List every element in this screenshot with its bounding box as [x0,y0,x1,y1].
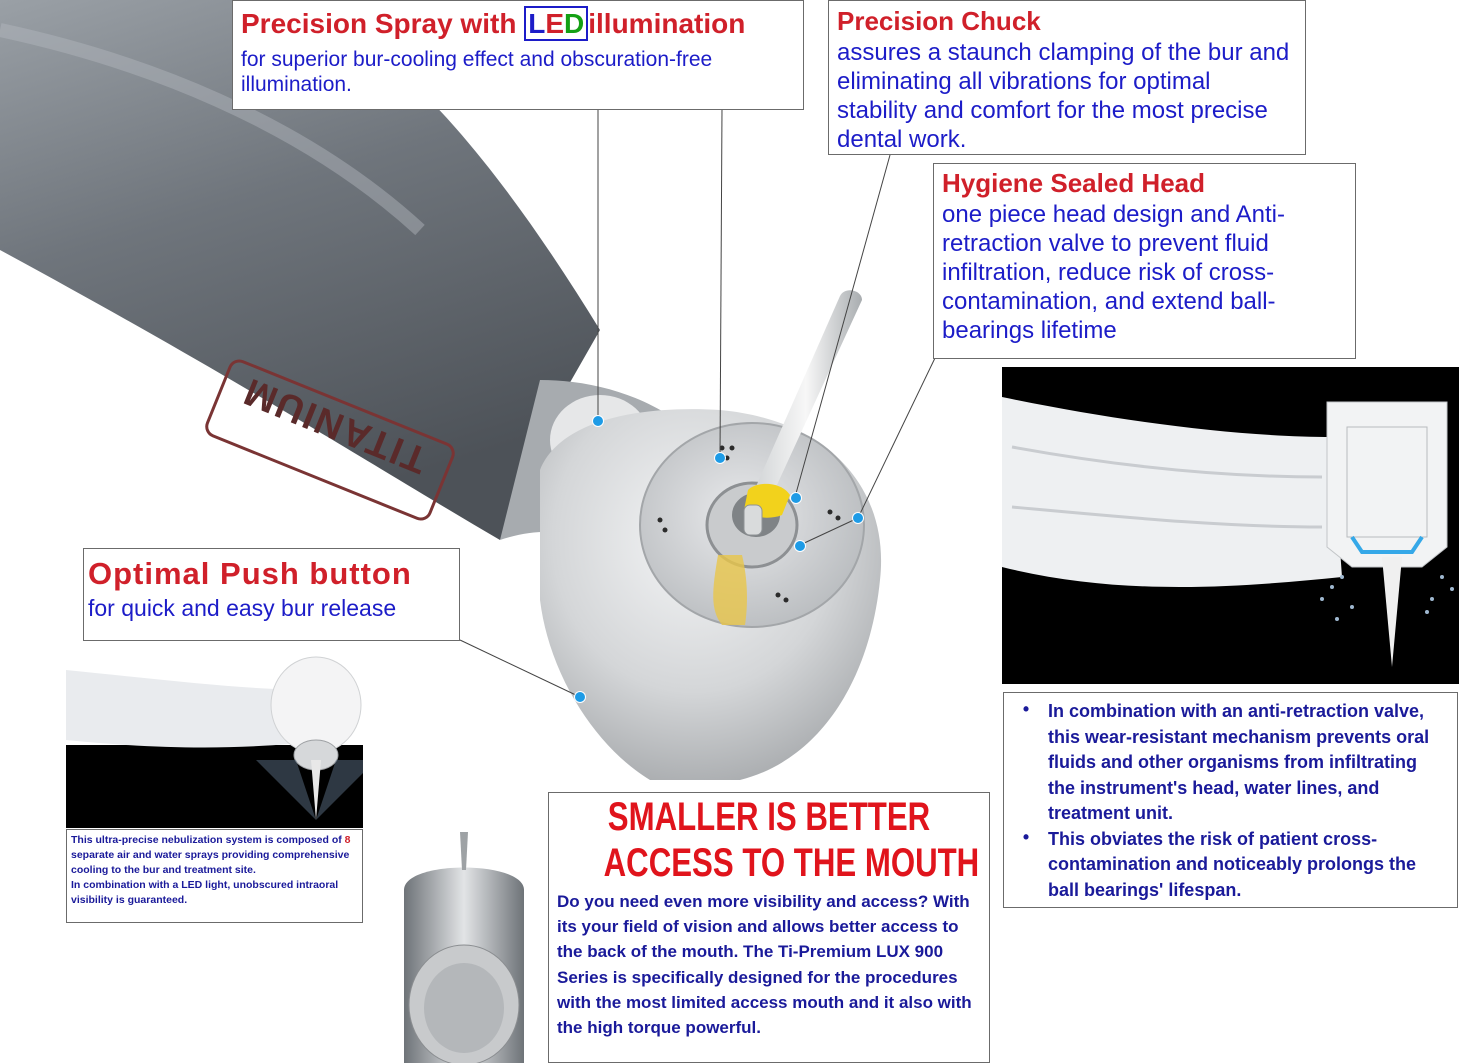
handpiece-illustration [0,0,882,780]
led-letter-l: L [528,8,546,39]
chuck-callout-box: Precision Chuck assures a staunch clampi… [828,0,1306,155]
callout-dot-seal-inner [795,541,805,551]
smaller-headline-1: SMALLER IS BETTER [607,795,931,839]
led-logo: LED [524,6,589,41]
bullet-2-symbol: • [1022,826,1030,847]
retraction-bullet-1: • In combination with an anti-retraction… [1004,699,1449,827]
callout-dot-seal-outer [853,513,863,523]
led-letter-d: D [564,8,585,39]
nebulization-spray-image [66,650,363,828]
smaller-callout-box: SMALLER IS BETTER ACCESS TO THE MOUTH Do… [548,792,990,1063]
smaller-body: Do you need even more visibility and acc… [557,892,972,1038]
callout-dot-led [715,453,725,463]
compact-head-image [384,830,544,1063]
nebulization-text-2: In combination with a LED light, unobscu… [71,879,339,906]
nebulization-text-1-pre: This ultra-precise nebulization system i… [71,834,345,846]
hygiene-description: one piece head design and Anti-retractio… [942,201,1285,344]
spray-count: 8 [344,834,351,846]
push-button-callout-box: Optimal Push button for quick and easy b… [83,548,460,641]
push-description: for quick and easy bur release [88,595,397,621]
led-letter-e: E [545,8,564,39]
bullet-1-text: In combination with an anti-retraction v… [1048,701,1430,823]
hygiene-callout-box: Hygiene Sealed Head one piece head desig… [933,163,1356,359]
retraction-info-box: • In combination with an anti-retraction… [1003,692,1458,908]
bullet-2-text: This obviates the risk of patient cross-… [1048,828,1417,900]
nebulization-text-1: This ultra-precise nebulization system i… [71,833,358,878]
smaller-headline-2: ACCESS TO THE MOUTH [603,841,980,885]
retraction-bullet-2: • This obviates the risk of patient cros… [1004,827,1449,904]
bullet-1-symbol: • [1022,699,1030,719]
hygiene-title: Hygiene Sealed Head [942,168,1205,198]
callout-dot-push [575,692,585,702]
spray-title-post: illumination [588,8,746,39]
chuck-title: Precision Chuck [837,6,1041,36]
spray-title-pre: Precision Spray with [241,8,525,39]
nebulization-text-1-post: separate air and water sprays providing … [71,849,350,876]
chuck-description: assures a staunch clamping of the bur an… [837,39,1290,153]
push-title: Optimal Push button [88,556,412,591]
nebulization-info-box: This ultra-precise nebulization system i… [66,829,363,923]
callout-dot-chuck [791,493,801,503]
callout-dot-spray [593,416,603,426]
spray-description: for superior bur-cooling effect and obsc… [241,48,713,96]
sealed-head-cutaway-image [1002,367,1459,684]
